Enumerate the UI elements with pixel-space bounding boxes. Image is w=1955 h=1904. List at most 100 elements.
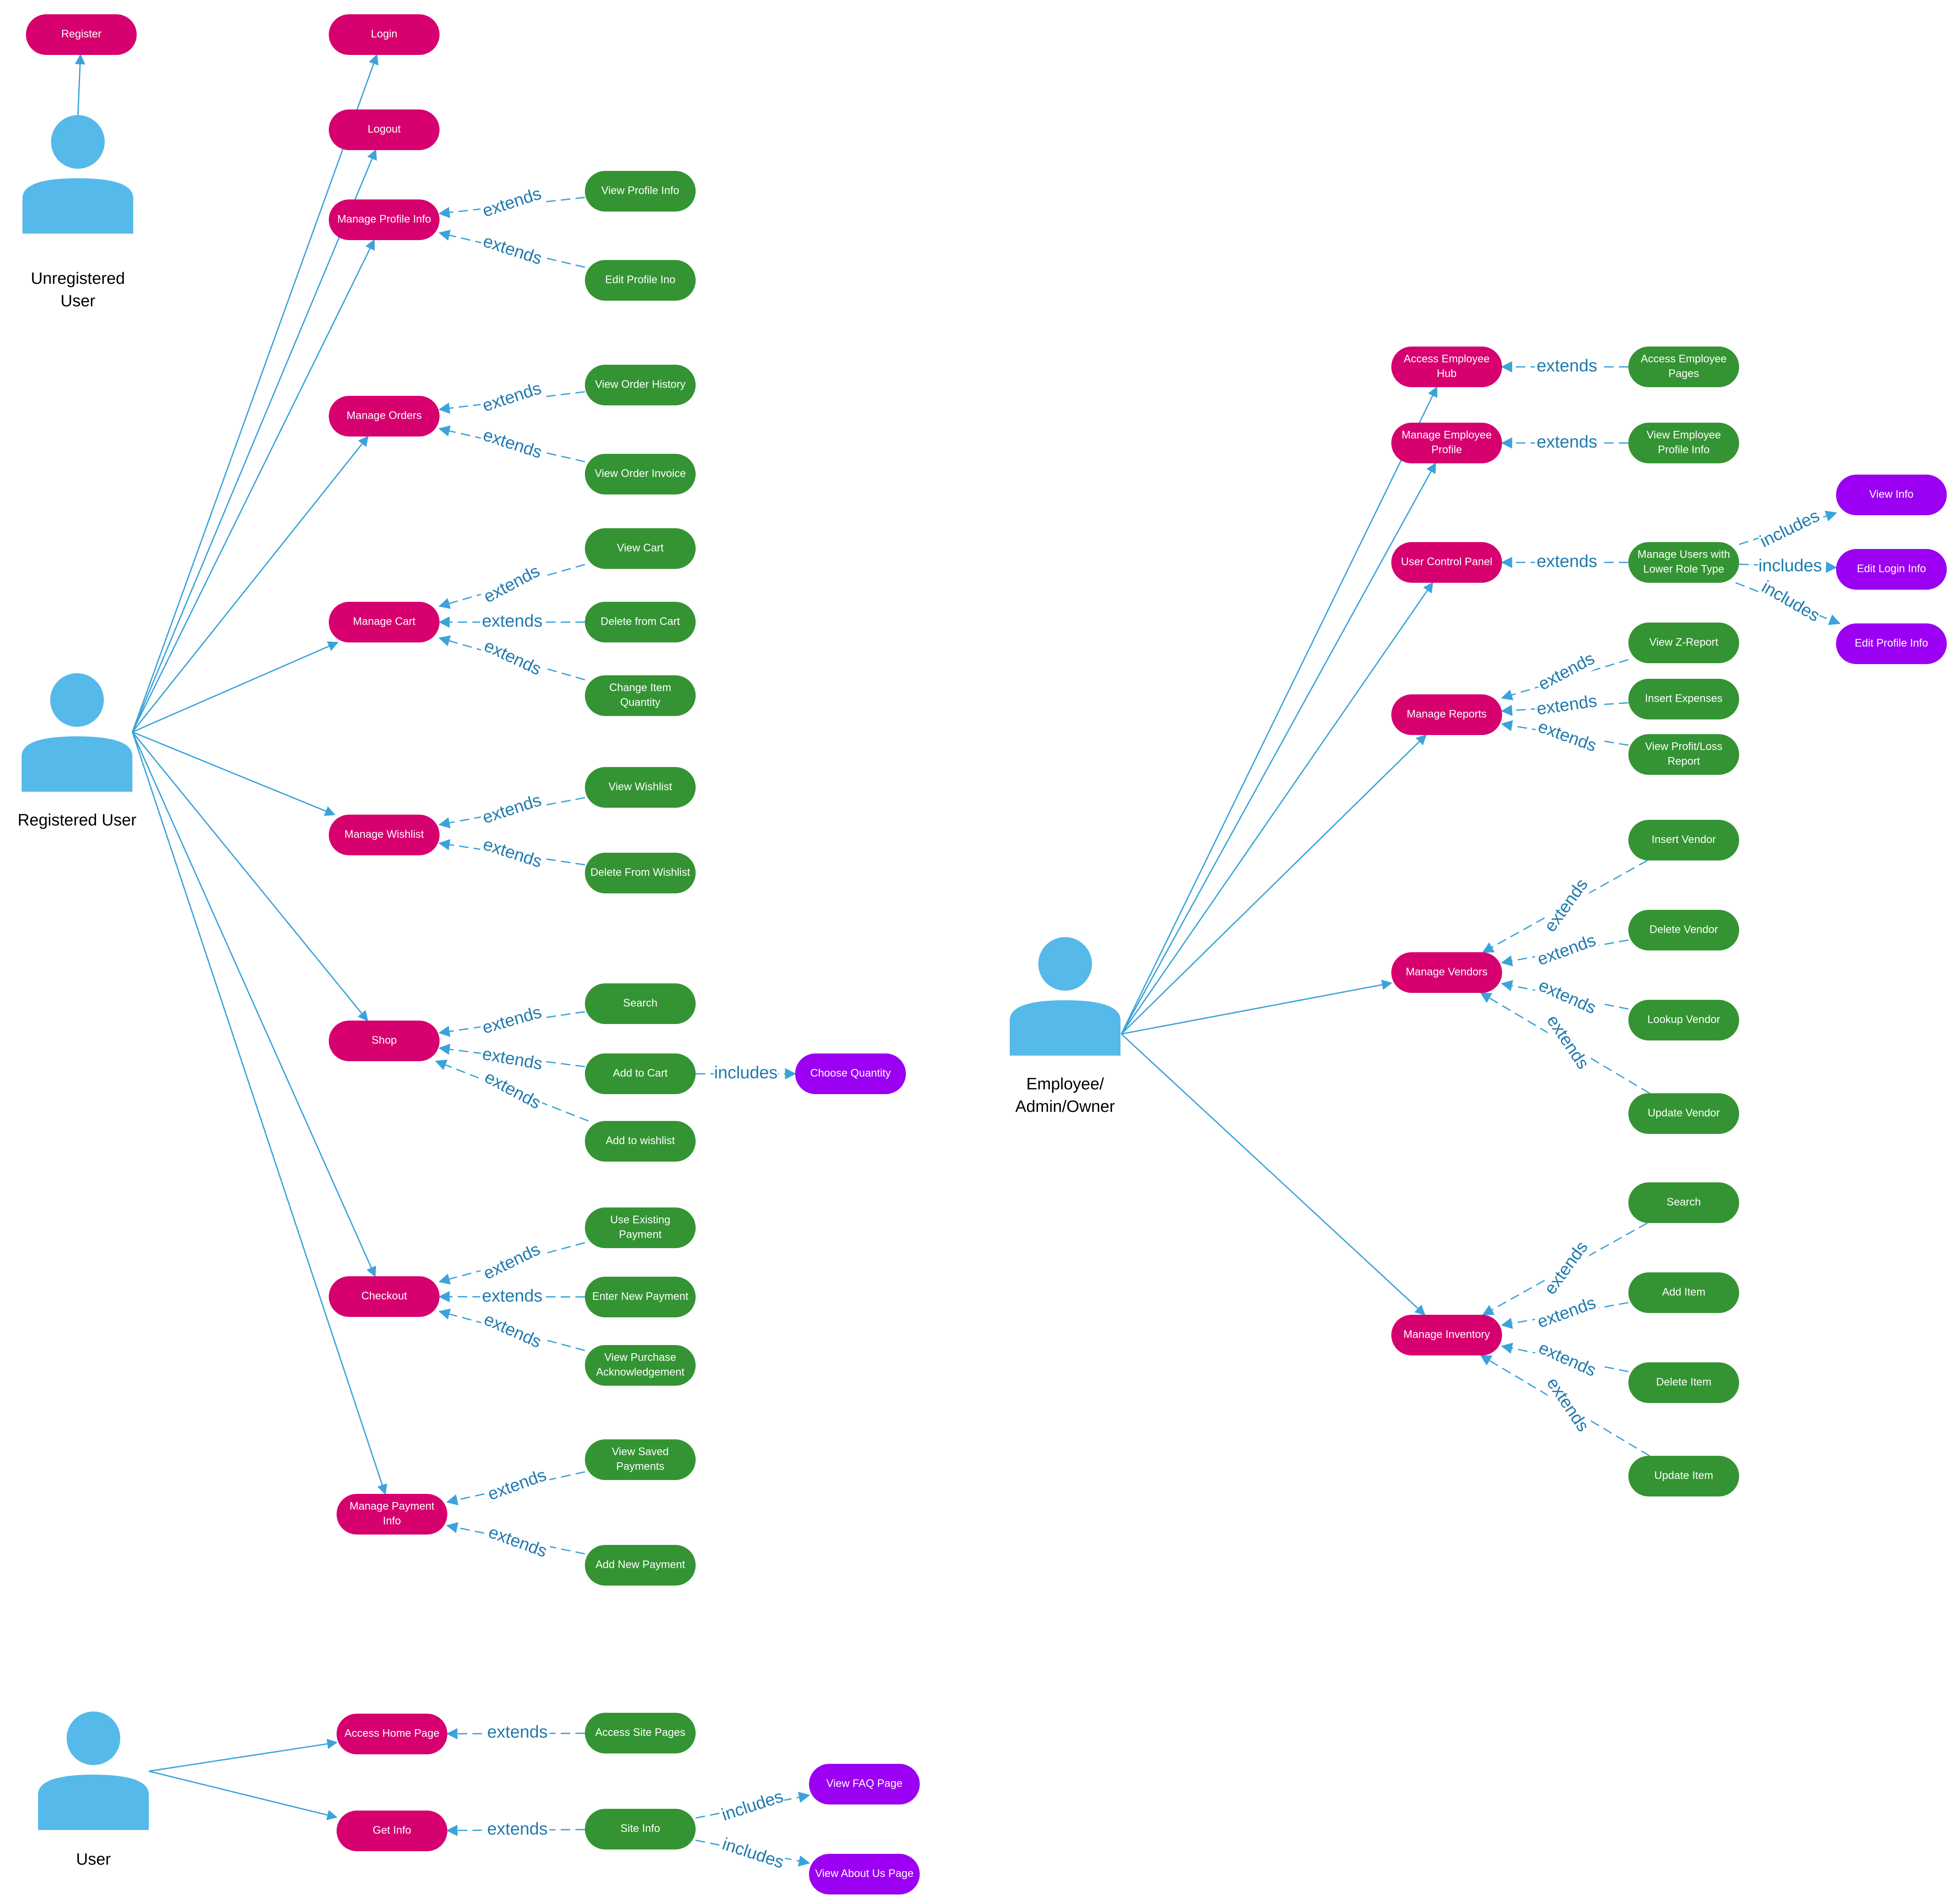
- use-case-add_item[interactable]: Add Item: [1628, 1272, 1739, 1313]
- use-case-delete_item[interactable]: Delete Item: [1628, 1362, 1739, 1403]
- use-case-shape[interactable]: [329, 396, 440, 437]
- use-case-add_cart[interactable]: Add to Cart: [585, 1053, 696, 1094]
- use-case-view_order_history[interactable]: View Order History: [585, 365, 696, 405]
- use-case-shape[interactable]: [585, 602, 696, 642]
- use-case-update_item[interactable]: Update Item: [1628, 1456, 1739, 1496]
- use-case-shape[interactable]: [585, 1121, 696, 1162]
- use-case-delete_vendor[interactable]: Delete Vendor: [1628, 910, 1739, 950]
- use-case-site_info[interactable]: Site Info: [585, 1809, 696, 1849]
- use-case-edit_profile[interactable]: Edit Profile Ino: [585, 260, 696, 301]
- use-case-shape[interactable]: [1391, 542, 1502, 583]
- use-case-inv_search[interactable]: Search: [1628, 1182, 1739, 1223]
- use-case-shape[interactable]: [337, 1494, 447, 1535]
- use-case-view_cart[interactable]: View Cart: [585, 528, 696, 569]
- use-case-shape[interactable]: [329, 1276, 440, 1317]
- use-case-shape[interactable]: [1836, 549, 1947, 590]
- use-case-shape[interactable]: [585, 171, 696, 212]
- use-case-shape[interactable]: [585, 1277, 696, 1317]
- use-case-shape[interactable]: [1628, 542, 1739, 583]
- use-case-shape[interactable]: [1628, 1000, 1739, 1040]
- use-case-manage_vendors[interactable]: Manage Vendors: [1391, 952, 1502, 993]
- use-case-insert_vendor[interactable]: Insert Vendor: [1628, 820, 1739, 860]
- use-case-choose_qty[interactable]: Choose Quantity: [795, 1053, 906, 1094]
- use-case-get_info[interactable]: Get Info: [337, 1811, 447, 1851]
- use-case-shape[interactable]: [585, 528, 696, 569]
- use-case-shape[interactable]: [585, 1053, 696, 1094]
- use-case-manage_cart[interactable]: Manage Cart: [329, 602, 440, 642]
- use-case-shape[interactable]: [585, 1439, 696, 1480]
- use-case-lookup_vendor[interactable]: Lookup Vendor: [1628, 1000, 1739, 1040]
- use-case-shop[interactable]: Shop: [329, 1021, 440, 1061]
- use-case-edit_profile_info_inc[interactable]: Edit Profile Info: [1836, 623, 1947, 664]
- use-case-shape[interactable]: [585, 260, 696, 301]
- use-case-checkout[interactable]: Checkout: [329, 1276, 440, 1317]
- use-case-shape[interactable]: [329, 14, 440, 55]
- use-case-shape[interactable]: [585, 675, 696, 716]
- use-case-shape[interactable]: [1391, 347, 1502, 387]
- use-case-shape[interactable]: [1628, 679, 1739, 719]
- use-case-shape[interactable]: [585, 767, 696, 808]
- use-case-shape[interactable]: [329, 109, 440, 150]
- use-case-search[interactable]: Search: [585, 983, 696, 1024]
- use-case-user_control_panel[interactable]: User Control Panel: [1391, 542, 1502, 583]
- use-case-shape[interactable]: [1628, 1093, 1739, 1134]
- use-case-view_info[interactable]: View Info: [1836, 475, 1947, 515]
- use-case-manage_inventory[interactable]: Manage Inventory: [1391, 1315, 1502, 1355]
- use-case-shape[interactable]: [329, 815, 440, 855]
- use-case-shape[interactable]: [585, 365, 696, 405]
- use-case-shape[interactable]: [585, 853, 696, 893]
- use-case-enter_new_payment[interactable]: Enter New Payment: [585, 1277, 696, 1317]
- use-case-view_faq[interactable]: View FAQ Page: [809, 1764, 920, 1804]
- use-case-shape[interactable]: [809, 1854, 920, 1894]
- use-case-shape[interactable]: [1628, 1182, 1739, 1223]
- use-case-shape[interactable]: [1628, 623, 1739, 663]
- use-case-shape[interactable]: [337, 1811, 447, 1851]
- use-case-shape[interactable]: [329, 199, 440, 240]
- use-case-shape[interactable]: [585, 1545, 696, 1586]
- use-case-manage_reports[interactable]: Manage Reports: [1391, 694, 1502, 735]
- use-case-shape[interactable]: [1628, 1362, 1739, 1403]
- use-case-view_profile[interactable]: View Profile Info: [585, 171, 696, 212]
- use-case-register[interactable]: Register: [26, 14, 137, 55]
- use-case-shape[interactable]: [1628, 347, 1739, 387]
- use-case-shape[interactable]: [1628, 423, 1739, 463]
- use-case-edit_login_info[interactable]: Edit Login Info: [1836, 549, 1947, 590]
- use-case-logout[interactable]: Logout: [329, 109, 440, 150]
- use-case-delete_cart[interactable]: Delete from Cart: [585, 602, 696, 642]
- use-case-manage_orders[interactable]: Manage Orders: [329, 396, 440, 437]
- use-case-delete_wishlist[interactable]: Delete From Wishlist: [585, 853, 696, 893]
- use-case-shape[interactable]: [1628, 1272, 1739, 1313]
- use-case-shape[interactable]: [585, 1809, 696, 1849]
- use-case-update_vendor[interactable]: Update Vendor: [1628, 1093, 1739, 1134]
- use-case-shape[interactable]: [329, 1021, 440, 1061]
- use-case-view_wishlist[interactable]: View Wishlist: [585, 767, 696, 808]
- use-case-view_z_report[interactable]: View Z-Report: [1628, 623, 1739, 663]
- use-case-shape[interactable]: [585, 454, 696, 494]
- use-case-add_new_payment[interactable]: Add New Payment: [585, 1545, 696, 1586]
- use-case-view_about[interactable]: View About Us Page: [809, 1854, 920, 1894]
- use-case-shape[interactable]: [585, 1207, 696, 1248]
- use-case-shape[interactable]: [1628, 820, 1739, 860]
- use-case-shape[interactable]: [1628, 734, 1739, 775]
- use-case-shape[interactable]: [1836, 475, 1947, 515]
- use-case-manage_profile[interactable]: Manage Profile Info: [329, 199, 440, 240]
- use-case-shape[interactable]: [1836, 623, 1947, 664]
- use-case-shape[interactable]: [1628, 910, 1739, 950]
- use-case-shape[interactable]: [585, 1345, 696, 1386]
- use-case-shape[interactable]: [795, 1053, 906, 1094]
- use-case-shape[interactable]: [1391, 423, 1502, 463]
- use-case-access_home[interactable]: Access Home Page: [337, 1714, 447, 1754]
- use-case-shape[interactable]: [337, 1714, 447, 1754]
- use-case-shape[interactable]: [585, 1713, 696, 1753]
- use-case-manage_wishlist[interactable]: Manage Wishlist: [329, 815, 440, 855]
- use-case-shape[interactable]: [585, 983, 696, 1024]
- use-case-login[interactable]: Login: [329, 14, 440, 55]
- use-case-access_site_pages[interactable]: Access Site Pages: [585, 1713, 696, 1753]
